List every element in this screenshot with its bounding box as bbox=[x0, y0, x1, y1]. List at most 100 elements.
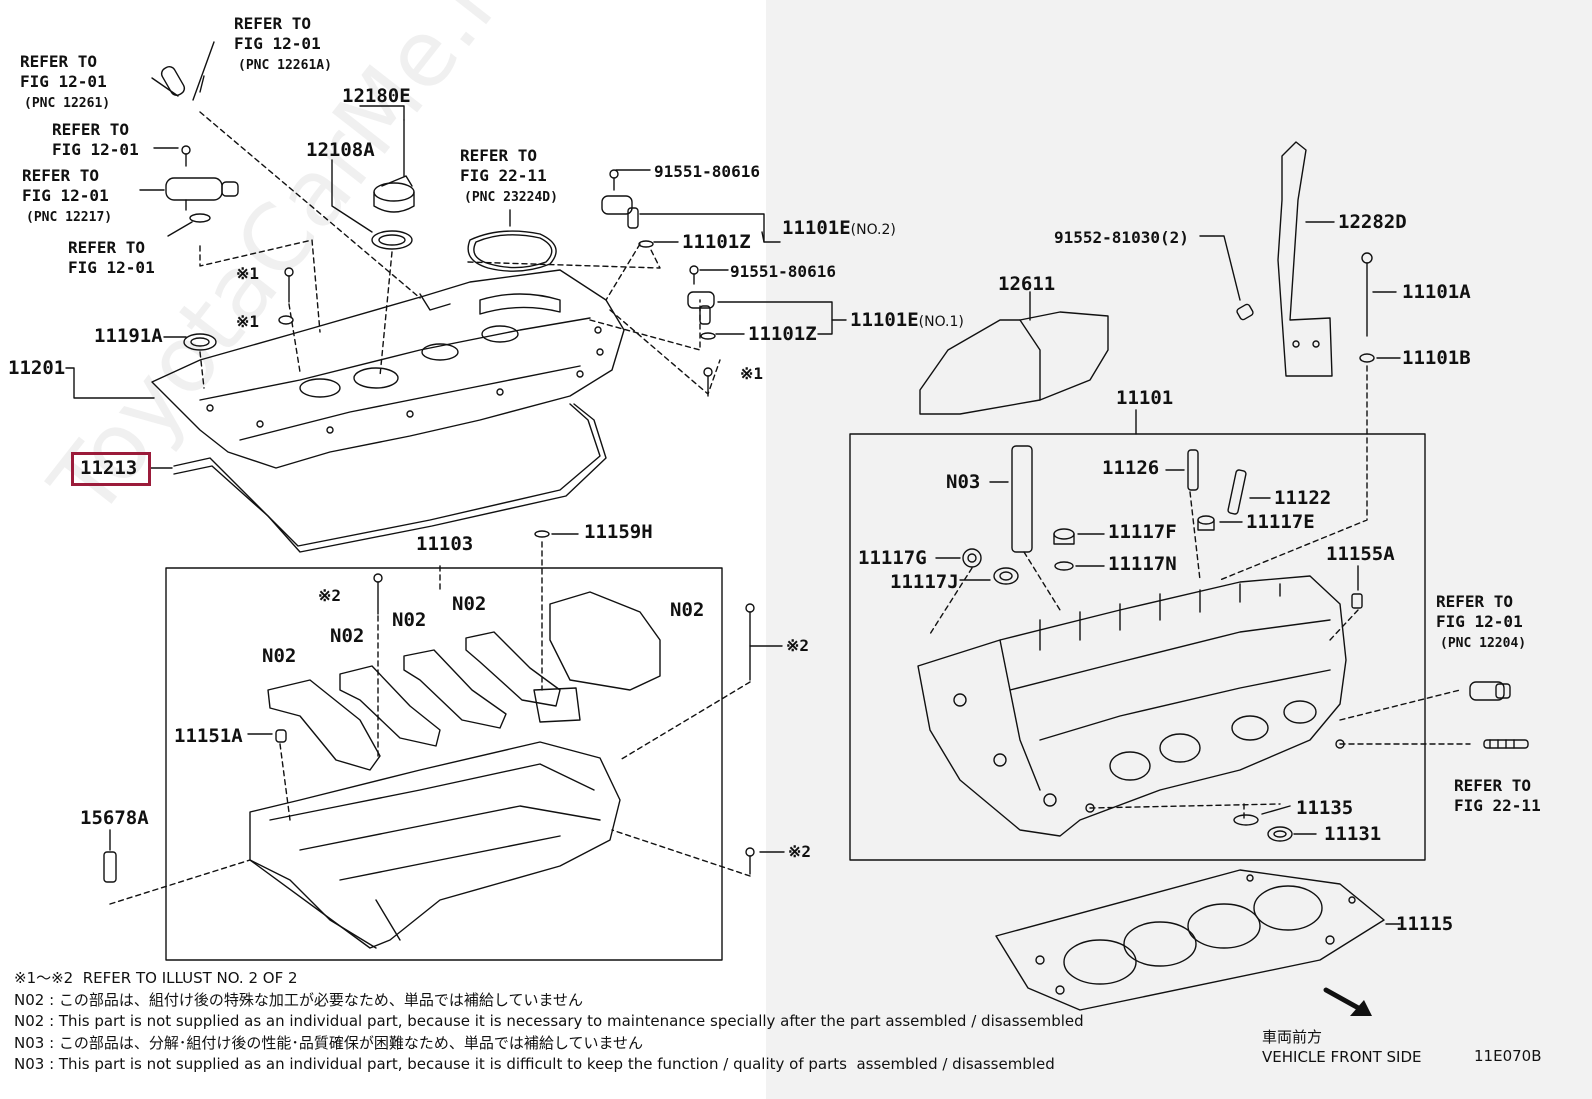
cam-sensor-no2 bbox=[601, 169, 781, 248]
mark1-label-b: ※1 bbox=[236, 312, 260, 331]
label-11117F: 11117F bbox=[1108, 521, 1177, 543]
label-12108A: 12108A bbox=[306, 139, 375, 161]
note-line: ※1～※2 REFER TO ILLUST NO. 2 OF 2 bbox=[14, 969, 298, 987]
refer-oring-line1: REFER TO bbox=[68, 238, 146, 257]
hose-12261 bbox=[151, 66, 186, 97]
left-panel-background bbox=[0, 0, 766, 1099]
note-line: N03 : This part is not supplied as an in… bbox=[14, 1055, 1055, 1073]
head-cover-gasket-11213 bbox=[149, 403, 607, 553]
mark1-label-c: ※1 bbox=[740, 364, 764, 383]
sensor-12204 bbox=[1469, 681, 1511, 701]
stud-fig2211 bbox=[1483, 739, 1529, 749]
label-12611: 12611 bbox=[998, 273, 1056, 295]
label-11201: 11201 bbox=[8, 357, 66, 379]
illustration-code: 11E070B bbox=[1474, 1047, 1542, 1065]
label-11101E-no1: 11101E(NO.1) bbox=[850, 310, 964, 332]
cylinder-head-cover-11201 bbox=[65, 269, 625, 469]
refer-12217-line2: FIG 12-01 bbox=[22, 186, 109, 205]
label-11191A: 11191A bbox=[94, 325, 163, 347]
refer-23224-line2: FIG 22-11 bbox=[460, 166, 547, 185]
bolt-91552 bbox=[1199, 235, 1254, 321]
refer-2211b-line2: FIG 22-11 bbox=[1454, 796, 1541, 815]
label-11213[interactable]: 11213 bbox=[80, 457, 138, 479]
box-11101 bbox=[849, 433, 1426, 861]
refer-12261-line1: REFER TO bbox=[20, 52, 98, 71]
label-15678A: 15678A bbox=[80, 807, 149, 829]
label-11101A: 11101A bbox=[1402, 281, 1471, 303]
part-variant: (NO.2) bbox=[850, 222, 896, 238]
refer-12204-pnc: (PNC 12204) bbox=[1440, 636, 1527, 651]
label-11115: 11115 bbox=[1396, 913, 1454, 935]
refer-12217-pnc: (PNC 12217) bbox=[26, 210, 113, 225]
pcv-valve-12217 bbox=[139, 177, 239, 211]
refer-12204-line1: REFER TO bbox=[1436, 592, 1514, 611]
label-11101B: 11101B bbox=[1402, 347, 1471, 369]
label-91551-80616-b: 91551-80616 bbox=[730, 262, 836, 281]
note-line: N02 : この部品は、組付け後の特殊な加工が必要なため、単品では補給していませ… bbox=[14, 990, 584, 1009]
label-91552-81030: 91552-81030(2) bbox=[1054, 228, 1189, 247]
part-number: 11101E bbox=[782, 217, 851, 239]
front-label-en: VEHICLE FRONT SIDE bbox=[1262, 1048, 1422, 1066]
highlight-11213[interactable] bbox=[71, 452, 151, 486]
label-12180E: 12180E bbox=[342, 85, 411, 107]
refer-2211b-line1: REFER TO bbox=[1454, 776, 1532, 795]
right-panel-background bbox=[766, 0, 1592, 1099]
label-n03: N03 bbox=[946, 471, 981, 493]
label-n02-d: N02 bbox=[330, 625, 365, 647]
label-11101E-no2: 11101E(NO.2) bbox=[782, 218, 896, 240]
cylinder-head-11101 bbox=[917, 575, 1347, 837]
bolt-mark1-a bbox=[284, 267, 294, 303]
oring-12217 bbox=[167, 213, 211, 237]
filler-cap-gasket-12108A bbox=[331, 159, 413, 250]
tube-12261a bbox=[192, 41, 215, 101]
plug-seal-11191A bbox=[163, 333, 217, 351]
label-n02-a: N02 bbox=[452, 593, 487, 615]
refer-23224-line1: REFER TO bbox=[460, 146, 538, 165]
washer-mark1-b bbox=[278, 315, 294, 325]
camshaft-housing-11103 bbox=[249, 741, 621, 949]
label-11151A: 11151A bbox=[174, 725, 243, 747]
label-11135: 11135 bbox=[1296, 797, 1354, 819]
mark1-label-a: ※1 bbox=[236, 264, 260, 283]
label-91551-80616-a: 91551-80616 bbox=[654, 162, 760, 181]
note-line: N03 : この部品は、分解･組付け後の性能･品質確保が困難なため、単品では補給… bbox=[14, 1033, 644, 1052]
label-n02-b: N02 bbox=[670, 599, 705, 621]
label-12282D: 12282D bbox=[1338, 211, 1407, 233]
part-number: 11101E bbox=[850, 309, 919, 331]
label-11117N: 11117N bbox=[1108, 553, 1177, 575]
refer-12217-line1: REFER TO bbox=[22, 166, 100, 185]
mark2-label-c: ※2 bbox=[788, 842, 812, 861]
refer-bolt-line2: FIG 12-01 bbox=[52, 140, 139, 159]
front-arrow bbox=[1323, 987, 1372, 1016]
label-11117J: 11117J bbox=[890, 571, 959, 593]
refer-12204-line2: FIG 12-01 bbox=[1436, 612, 1523, 631]
refer-23224-pnc: (PNC 23224D) bbox=[464, 190, 558, 205]
refer-12261-line2: FIG 12-01 bbox=[20, 72, 107, 91]
refer-12261a-pnc: (PNC 12261A) bbox=[238, 58, 332, 73]
head-bolt-11101A bbox=[1359, 252, 1401, 363]
label-11131: 11131 bbox=[1324, 823, 1382, 845]
footnotes: ※1～※2 REFER TO ILLUST NO. 2 OF 2 N02 : この… bbox=[14, 968, 1084, 1076]
box-11103 bbox=[165, 567, 723, 961]
refer-12261-pnc: (PNC 12261) bbox=[24, 96, 111, 111]
refer-12261a-line2: FIG 12-01 bbox=[234, 34, 321, 53]
label-11117E: 11117E bbox=[1246, 511, 1315, 533]
label-11126: 11126 bbox=[1102, 457, 1160, 479]
label-11101Z-a: 11101Z bbox=[682, 231, 751, 253]
dashed-leaders-top bbox=[199, 111, 721, 395]
part-variant: (NO.1) bbox=[918, 314, 964, 330]
head-gasket-11115 bbox=[995, 869, 1401, 1011]
guides-11126-11122 bbox=[1165, 449, 1271, 515]
oil-filler-cap-12180E bbox=[359, 105, 415, 213]
note-line: N02 : This part is not supplied as an in… bbox=[14, 1012, 1084, 1030]
bracket-12611 bbox=[919, 291, 1109, 415]
label-11159H: 11159H bbox=[584, 521, 653, 543]
label-11101: 11101 bbox=[1116, 387, 1174, 409]
label-11117G: 11117G bbox=[858, 547, 927, 569]
refer-bolt-line1: REFER TO bbox=[52, 120, 130, 139]
label-11122: 11122 bbox=[1274, 487, 1332, 509]
small-parts-11103 bbox=[103, 530, 785, 883]
engine-hanger-12282D bbox=[1277, 141, 1335, 377]
